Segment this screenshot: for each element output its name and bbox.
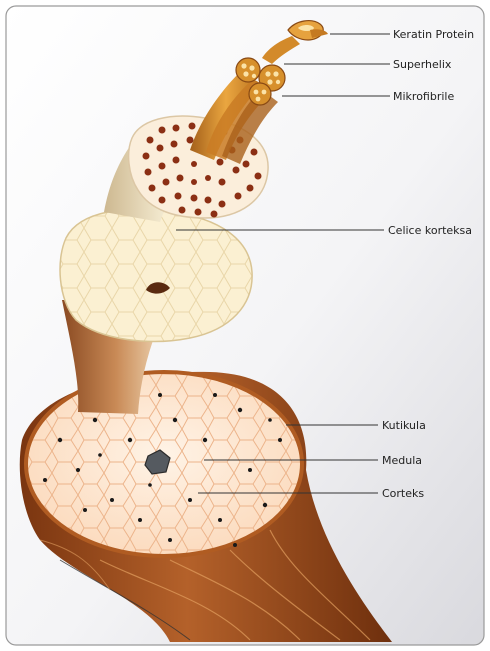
label-korteks: Corteks bbox=[382, 487, 424, 500]
label-superhelix: Superhelix bbox=[393, 58, 452, 71]
label-kutikula: Kutikula bbox=[382, 419, 426, 432]
cortex-cells-layer bbox=[60, 209, 252, 341]
label-celice-korteksa: Celice korteksa bbox=[388, 224, 472, 237]
label-mikrofibrile: Mikrofibrile bbox=[393, 90, 454, 103]
label-keratin-protein: Keratin Protein bbox=[393, 28, 474, 41]
label-medula: Medula bbox=[382, 454, 422, 467]
cortex-cross-section bbox=[26, 372, 302, 556]
